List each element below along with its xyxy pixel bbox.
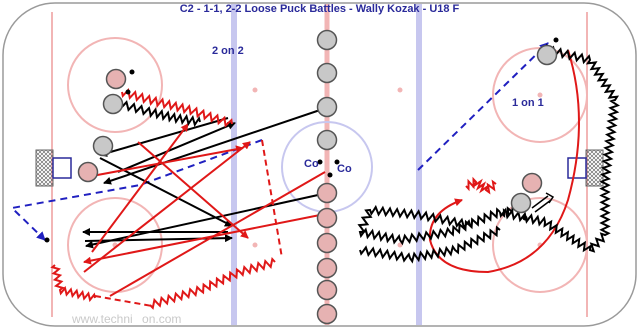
skate-line-red bbox=[428, 49, 580, 274]
puck bbox=[522, 215, 528, 221]
player-marker bbox=[316, 303, 338, 325]
pass-line-black bbox=[103, 107, 327, 185]
puck bbox=[553, 37, 559, 43]
skate-line-red bbox=[137, 141, 249, 239]
puck-carry-path bbox=[499, 43, 621, 253]
player-marker bbox=[510, 192, 532, 214]
player-marker bbox=[316, 62, 338, 84]
puck bbox=[129, 69, 135, 75]
pass-line-black bbox=[84, 234, 233, 243]
player-marker bbox=[316, 29, 338, 51]
skate-line-red bbox=[83, 141, 251, 273]
puck-carry-path bbox=[50, 264, 96, 303]
pass-line-black bbox=[99, 117, 229, 157]
puck-carry-path bbox=[357, 204, 501, 246]
watermark: www.techninion.com bbox=[72, 312, 182, 326]
player-marker bbox=[316, 232, 338, 254]
player-marker bbox=[316, 257, 338, 279]
player-marker bbox=[536, 44, 558, 66]
puck-carry-path bbox=[121, 87, 233, 128]
player-marker bbox=[77, 161, 99, 183]
player-marker bbox=[316, 207, 338, 229]
shot-arrow bbox=[531, 195, 552, 213]
player-marker bbox=[102, 93, 124, 115]
puck-carry-path bbox=[359, 225, 501, 264]
player-marker bbox=[316, 96, 338, 118]
puck bbox=[327, 172, 333, 178]
player-marker bbox=[92, 135, 114, 157]
player-marker bbox=[316, 182, 338, 204]
goal-net-left bbox=[35, 149, 54, 187]
drill-title: C2 - 1-1, 2-2 Loose Puck Battles - Wally… bbox=[179, 3, 460, 15]
puck-carry-path bbox=[119, 100, 201, 128]
coach-label: Co bbox=[337, 163, 352, 175]
puck bbox=[125, 89, 131, 95]
puck bbox=[317, 159, 323, 165]
neutral-dot bbox=[252, 242, 258, 248]
player-marker bbox=[316, 129, 338, 151]
player-marker bbox=[521, 172, 543, 194]
goal-crease-left bbox=[52, 157, 72, 179]
neutral-dot bbox=[252, 87, 258, 93]
shot-arrow-head bbox=[545, 192, 555, 204]
label-one-on-one: 1 on 1 bbox=[512, 97, 544, 109]
faceoff-circle-top-left bbox=[67, 37, 163, 133]
coach-label: Co bbox=[304, 158, 319, 170]
skate-line-red bbox=[109, 171, 326, 297]
player-marker bbox=[316, 279, 338, 301]
goal-net-right bbox=[585, 149, 604, 187]
neutral-dot bbox=[397, 87, 403, 93]
pass-line-black bbox=[117, 122, 236, 173]
skate-line-red bbox=[91, 123, 189, 253]
puck-carry-path bbox=[149, 256, 276, 310]
pass-arrow-left bbox=[9, 139, 263, 241]
puck-carry-path bbox=[465, 176, 497, 195]
faceoff-dot bbox=[537, 92, 543, 98]
puck bbox=[334, 159, 340, 165]
pass-line-black bbox=[85, 194, 319, 249]
player-marker bbox=[105, 68, 127, 90]
skate-line-red bbox=[83, 214, 321, 265]
puck bbox=[44, 237, 50, 243]
skate-line-red bbox=[91, 145, 244, 177]
neutral-dot bbox=[397, 242, 403, 248]
pass-arrow-right bbox=[417, 42, 549, 171]
pass-line-black bbox=[99, 157, 233, 227]
faceoff-circle-bottom-right bbox=[492, 197, 588, 293]
label-two-on-two: 2 on 2 bbox=[212, 45, 244, 57]
